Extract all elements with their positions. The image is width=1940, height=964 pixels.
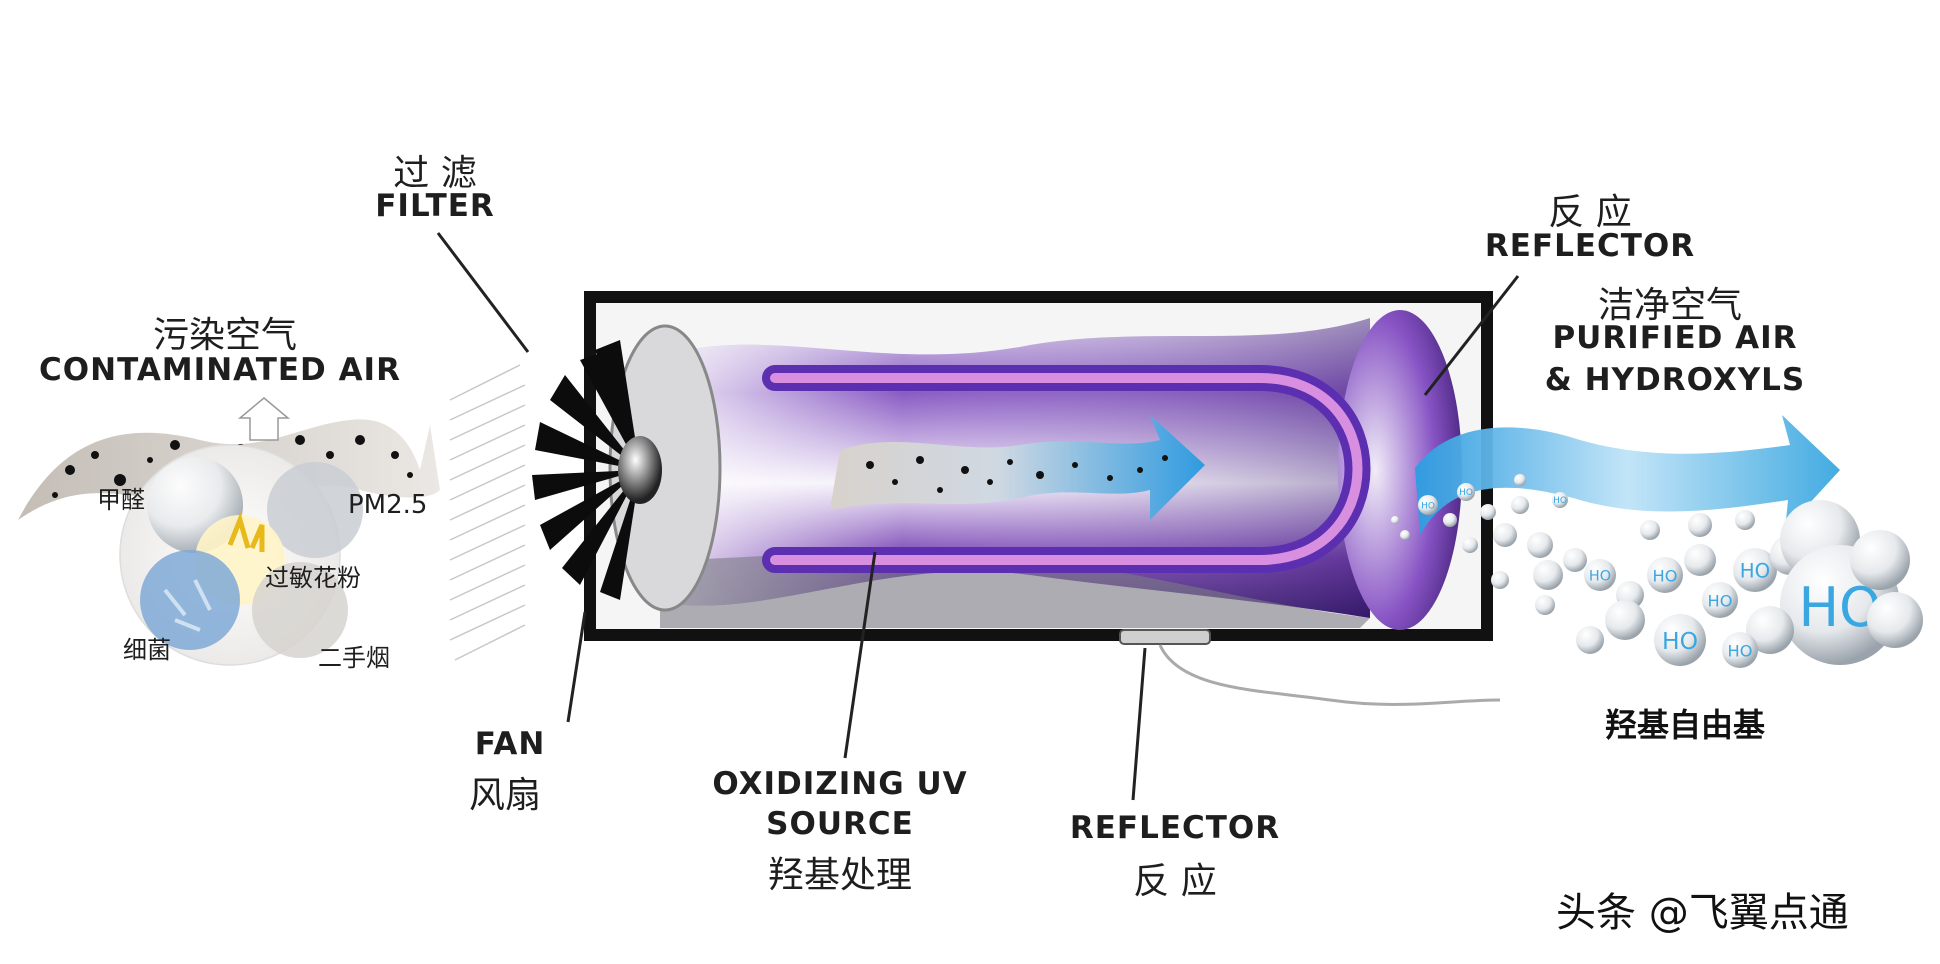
hydroxyl-bubble (1480, 504, 1496, 520)
purified-air-arrow (1415, 415, 1840, 535)
hydroxyl-bubble (1462, 537, 1478, 553)
hydroxyl-bubble-label: HO (1708, 591, 1733, 610)
pollutant-smoke: 二手烟 (318, 644, 390, 672)
hydroxyl-bubble (1584, 559, 1616, 591)
watermark: 头条 @飞翼点通 (1556, 890, 1849, 936)
hydroxyl-bubble (1563, 548, 1587, 572)
hydroxyl-bubble (1733, 548, 1777, 592)
bottom-reflector-clip (1119, 629, 1211, 645)
hydroxyl-bubble (1535, 595, 1555, 615)
hydroxyl-bubble (1391, 516, 1399, 524)
hydroxyl-bubble (1514, 474, 1526, 486)
hydroxyl-bubble (1867, 592, 1923, 648)
pollutant-formaldehyde: 甲醛 (97, 486, 145, 514)
pollutant-pollen: 过敏花粉 (265, 564, 361, 592)
hydroxyl-bubble (1527, 532, 1553, 558)
hydroxyl-bubble-label: HO (1662, 627, 1698, 655)
hydroxyl-bubble-label: HO (1459, 488, 1473, 498)
hydroxyl-bubble-label: HO (1740, 560, 1770, 583)
uv-label-cn: 羟基处理 (767, 855, 912, 896)
hydroxyl-bubble-label: HO (1653, 566, 1678, 585)
uv-leader-line (843, 551, 877, 759)
hydroxyl-label-cn: 羟基自由基 (1604, 706, 1765, 744)
reflector-top-label-cn: 反 应 (1548, 192, 1632, 233)
hydroxyl-bubble (1443, 513, 1457, 527)
filter-label-cn: 过 滤 (393, 153, 477, 194)
hydroxyl-bubble (1418, 495, 1438, 515)
hydroxyl-bubble (1400, 530, 1410, 540)
pollutant-bacteria: 细菌 (123, 636, 171, 664)
purified-label-en-1: PURIFIED AIR (1552, 320, 1798, 356)
inner-dots (866, 455, 1168, 493)
reflector-top-leader-line (1423, 275, 1520, 396)
uv-label-en-1: OXIDIZING UV (712, 766, 968, 802)
hydroxyl-bubble (1746, 606, 1794, 654)
fan-icon (532, 340, 662, 600)
hydroxyl-bubble (1647, 557, 1683, 593)
filter-label-en: FILTER (375, 188, 495, 224)
purified-label-en-2: & HYDROXYLS (1544, 362, 1806, 398)
hydroxyl-bubble (1552, 492, 1568, 508)
hydroxyl-bubble (1850, 530, 1910, 590)
hydroxyl-bubble (1491, 571, 1509, 589)
hydroxyl-bubble (1654, 614, 1706, 666)
pollutant-pm25: PM2.5 (348, 490, 428, 520)
up-arrow-icon (237, 397, 291, 441)
contaminated-label-en: CONTAMINATED AIR (39, 352, 401, 388)
hydroxyl-bubble (1702, 582, 1738, 618)
inner-air-arrow (830, 415, 1205, 520)
uv-lamp (762, 365, 1371, 573)
contaminated-label-cn: 污染空气 (152, 315, 297, 356)
power-cable (1158, 644, 1501, 706)
fan-label-en: FAN (474, 726, 546, 762)
hydroxyl-bubble-label: HO (1728, 641, 1753, 660)
uv-label-en-2: SOURCE (766, 806, 914, 842)
hydroxyl-bubble (1457, 483, 1475, 501)
fan-leader-line (566, 611, 587, 723)
filter-mesh (449, 364, 526, 661)
reflector-top-label-en: REFLECTOR (1484, 228, 1696, 264)
hydroxyl-bubble-label: HO (1589, 569, 1611, 585)
hydroxyl-bubble (1735, 510, 1755, 530)
hydroxyl-bubble (1688, 513, 1712, 537)
hydroxyl-bubble (1640, 520, 1660, 540)
purified-label-cn: 洁净空气 (1597, 285, 1742, 326)
hydroxyl-bubble-label: HO (1553, 496, 1567, 506)
hydroxyl-bubble-label: HO (1421, 502, 1435, 512)
reflector-bottom-label-cn: 反 应 (1133, 861, 1217, 902)
hydroxyl-bubble (1493, 523, 1517, 547)
hydroxyl-bubble (1511, 496, 1529, 514)
pollutant-cluster (119, 444, 363, 666)
hydroxyl-bubble (1576, 626, 1604, 654)
filter-leader-line (436, 232, 530, 353)
hydroxyl-bubble (1533, 560, 1563, 590)
hydroxyl-bubble (1722, 632, 1758, 668)
reflector-bottom-leader-line (1131, 647, 1147, 801)
fan-label-cn: 风扇 (468, 775, 541, 816)
hydroxyl-bubble (1605, 600, 1645, 640)
hydroxyl-bubble (1684, 544, 1716, 576)
reflector-bottom-label-en: REFLECTOR (1069, 810, 1281, 846)
